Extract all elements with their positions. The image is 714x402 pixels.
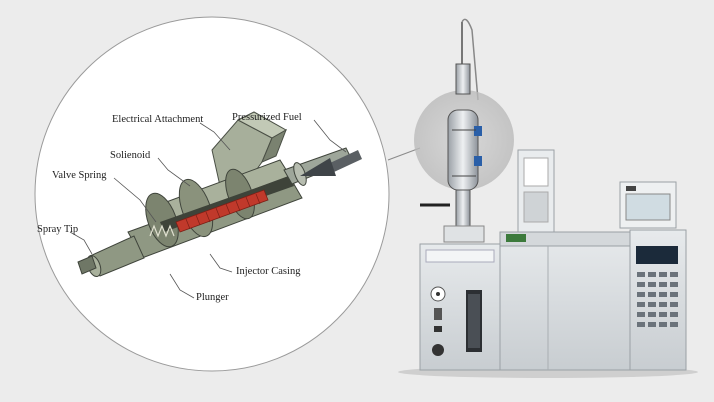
label-injector-casing: Injector Casing — [236, 266, 301, 277]
label-valve-spring: Valve Spring — [52, 170, 107, 181]
label-pressurized-fuel: Pressurized Fuel — [232, 112, 302, 123]
label-plunger: Plunger — [196, 292, 229, 303]
fuel-flow-arrow-icon — [300, 150, 362, 176]
leader-lines — [69, 119, 347, 299]
fuel-injector-cutaway — [77, 111, 353, 278]
label-solenoid: Solienoid — [110, 150, 151, 161]
label-spray-tip: Spray Tip — [37, 224, 79, 235]
label-electrical-attachment: Electrical Attachment — [112, 114, 204, 125]
callout-connector — [387, 147, 421, 161]
gas-chromatograph-instrument — [398, 18, 698, 378]
fuel-tank — [447, 63, 482, 191]
